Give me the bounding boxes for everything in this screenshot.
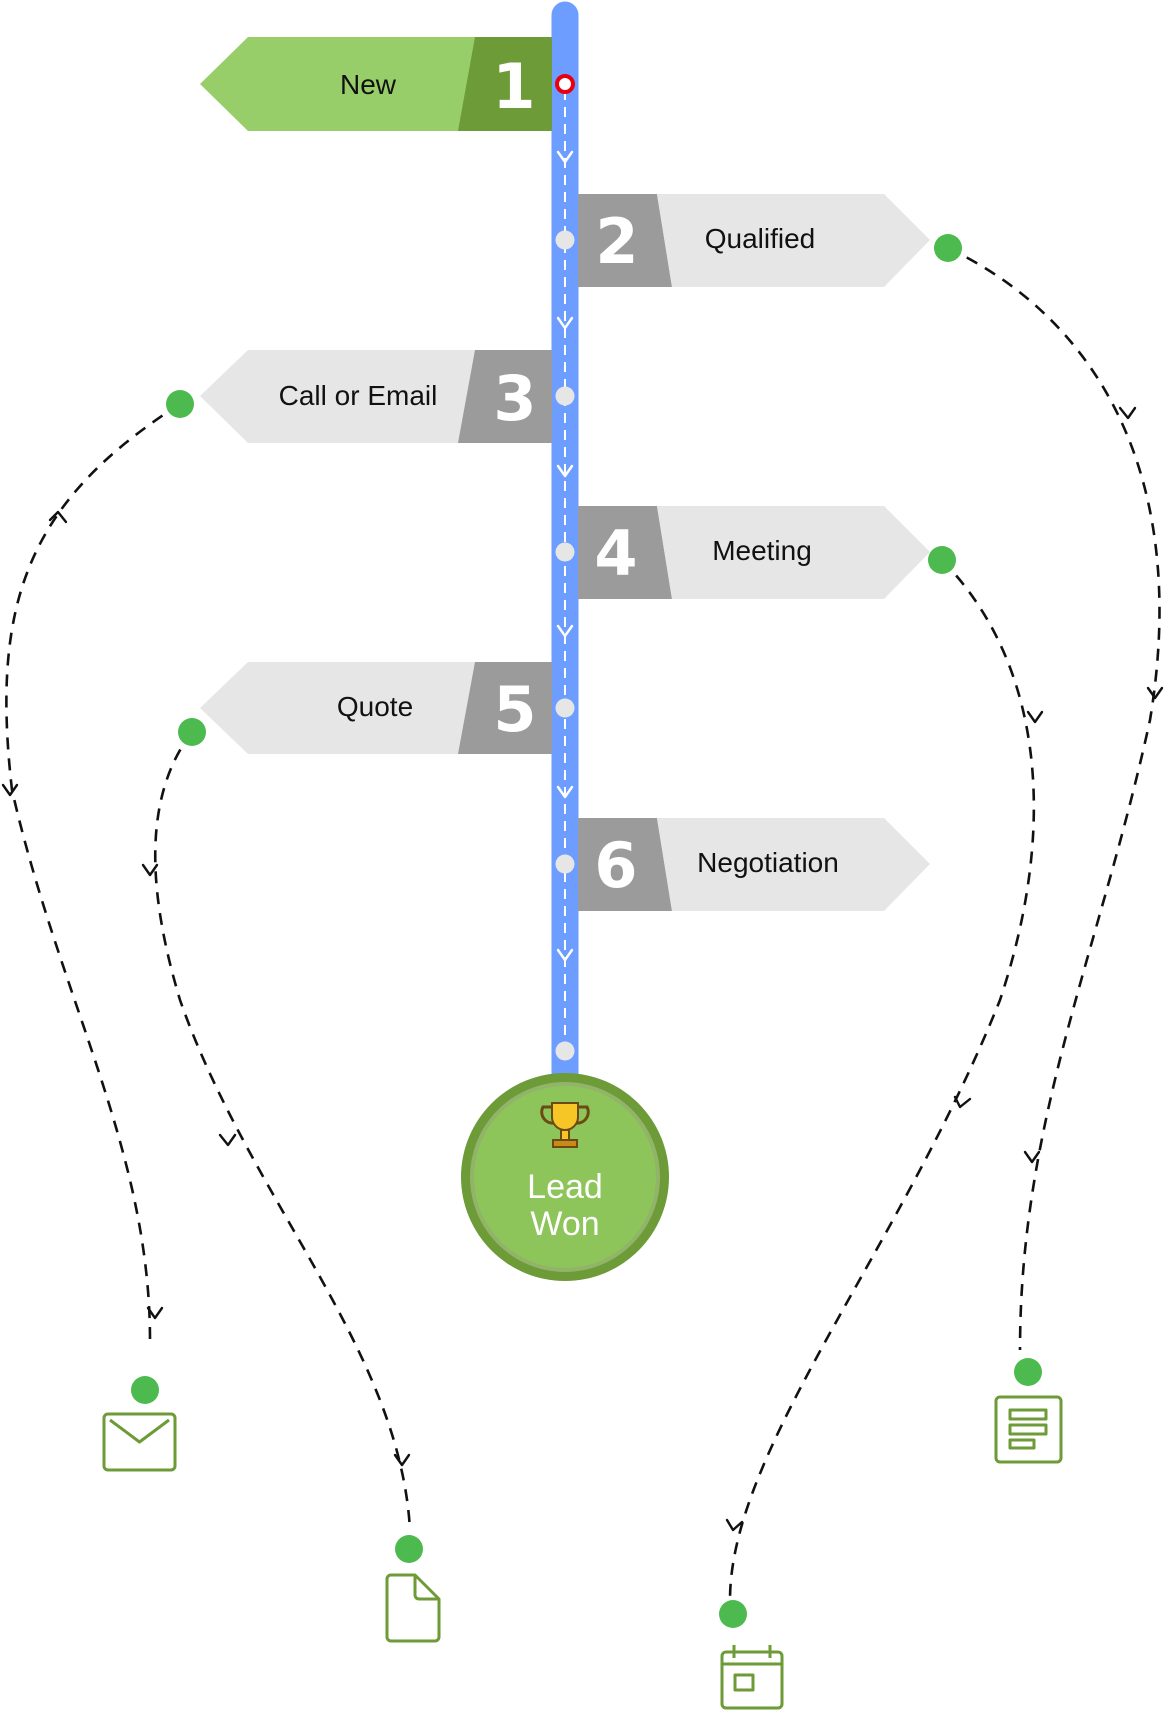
- stage-sign-new[interactable]: New 1: [200, 37, 552, 131]
- goal-label-line1: Lead: [527, 1168, 603, 1206]
- arrow-head: [146, 1306, 164, 1320]
- track-arrow: [556, 785, 574, 799]
- arrow-head: [218, 1133, 237, 1147]
- connector-dot[interactable]: [178, 718, 206, 746]
- stage-number: 3: [493, 362, 536, 435]
- lead-won-goal: Lead Won: [461, 1073, 669, 1281]
- track-dot: [555, 1041, 575, 1061]
- arrow-head: [393, 1453, 411, 1467]
- track-dot: [555, 386, 575, 406]
- connector-call-email-to-email: [5, 402, 181, 1341]
- track-arrow: [556, 150, 574, 164]
- stage-number: 5: [493, 673, 536, 746]
- note-icon[interactable]: [994, 1395, 1063, 1464]
- connector-dot[interactable]: [719, 1600, 747, 1628]
- trophy-icon: [540, 1102, 590, 1148]
- arrow-head: [1146, 686, 1164, 700]
- stage-label: New: [340, 69, 397, 100]
- stage-sign-call-or-email[interactable]: Call or Email 3: [200, 350, 552, 443]
- email-icon[interactable]: [102, 1412, 177, 1472]
- stage-sign-meeting[interactable]: 4 Meeting: [578, 506, 930, 599]
- stage-sign-qualified[interactable]: 2 Qualified: [578, 194, 930, 287]
- stage-label: Call or Email: [279, 380, 438, 411]
- stage-number: 1: [492, 50, 535, 123]
- connector-qualified-to-note: [947, 246, 1161, 1351]
- track-dot: [555, 230, 575, 250]
- track-arrow: [556, 624, 574, 638]
- track-dot: [555, 698, 575, 718]
- connector-dot[interactable]: [928, 546, 956, 574]
- track-arrow: [556, 316, 574, 330]
- connector-meeting-to-calendar: [728, 559, 1036, 1601]
- stage-number: 4: [594, 517, 637, 590]
- arrow-head: [953, 1095, 972, 1109]
- arrow-head: [141, 863, 159, 877]
- stage-label: Negotiation: [697, 847, 839, 878]
- connector-dot[interactable]: [166, 390, 194, 418]
- stage-label: Quote: [337, 691, 413, 722]
- connector-dot[interactable]: [395, 1535, 423, 1563]
- track-arrow: [556, 948, 574, 962]
- connector-quote-to-document: [153, 731, 412, 1531]
- track-dot: [555, 854, 575, 874]
- connector-dot[interactable]: [934, 234, 962, 262]
- stage-sign-negotiation[interactable]: 6 Negotiation: [578, 818, 930, 911]
- arrow-head: [48, 510, 68, 524]
- stage-label: Meeting: [712, 535, 812, 566]
- arrow-head: [1118, 406, 1137, 420]
- track-arrow: [556, 464, 574, 478]
- connector-dot[interactable]: [131, 1376, 159, 1404]
- current-stage-marker: [555, 74, 575, 94]
- stage-sign-quote[interactable]: Quote 5: [200, 662, 552, 754]
- arrow-head: [1023, 1150, 1041, 1164]
- goal-label-line2: Won: [530, 1205, 599, 1243]
- arrow-head: [725, 1518, 744, 1532]
- connector-dot[interactable]: [1014, 1358, 1042, 1386]
- arrow-head: [1, 783, 19, 797]
- stage-label: Qualified: [705, 223, 816, 254]
- track-dot: [555, 542, 575, 562]
- arrow-head: [1026, 710, 1044, 724]
- stage-number: 6: [594, 829, 637, 902]
- document-icon[interactable]: [385, 1573, 441, 1643]
- calendar-icon[interactable]: [720, 1645, 784, 1710]
- stage-number: 2: [595, 205, 638, 278]
